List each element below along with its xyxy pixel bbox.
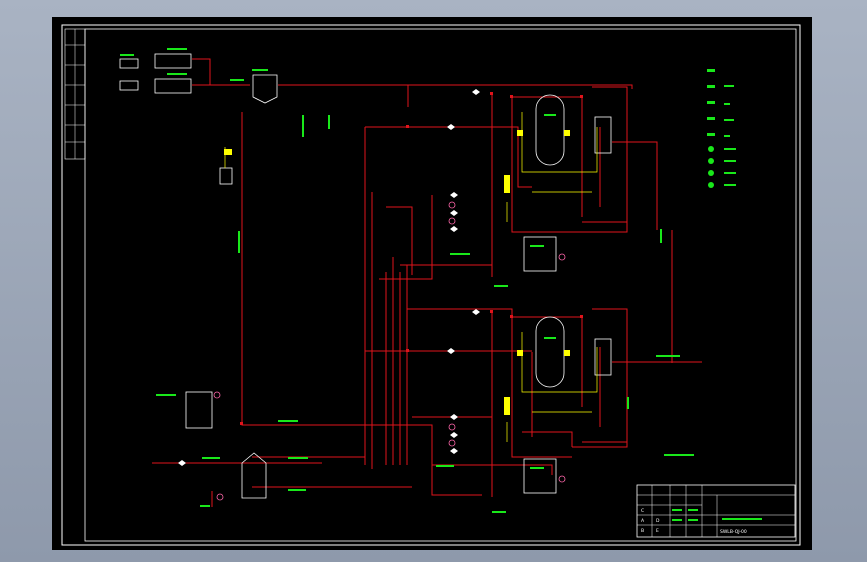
top-receiver-vessel	[252, 74, 278, 104]
source-box-2	[119, 80, 139, 91]
source-box-1	[119, 58, 139, 69]
process-diagram: A B C D E SWLB-QJ-00	[61, 24, 801, 546]
valves	[178, 89, 480, 466]
upper-right-column	[594, 116, 612, 154]
legend-text-4	[724, 135, 730, 137]
lower-tower	[535, 316, 565, 388]
title-block: A B C D E SWLB-QJ-00	[636, 484, 796, 538]
filter-unit	[219, 167, 233, 185]
lower-right-column	[594, 338, 612, 376]
legend-panel	[707, 69, 736, 188]
legend-text-3	[724, 119, 734, 121]
legend-text-1	[724, 85, 734, 87]
bottom-central-tank	[241, 452, 267, 499]
annotation-marks	[120, 48, 694, 513]
legend-symbol-1	[707, 69, 715, 72]
legend-text-5	[724, 148, 736, 150]
upper-tank	[523, 236, 557, 272]
upper-tower	[535, 94, 565, 166]
unit-box-2	[154, 78, 192, 94]
legend-text-2	[724, 103, 730, 105]
unit-box-1	[154, 53, 192, 69]
revision-mark-c: C	[641, 508, 644, 514]
legend-text-7	[724, 172, 736, 174]
legend-text-6	[724, 160, 736, 162]
legend-symbol-4	[707, 117, 715, 120]
lower-tank	[523, 458, 557, 494]
outer-frame	[61, 24, 801, 546]
revision-strip	[64, 28, 86, 160]
legend-symbol-7	[708, 158, 714, 164]
pumps	[213, 201, 566, 501]
pipe-joints	[240, 92, 583, 425]
instrument-blocks	[224, 130, 570, 415]
legend-symbol-3	[707, 101, 715, 104]
revision-mark-d: D	[656, 518, 660, 524]
bottom-left-tank	[185, 391, 213, 429]
instrument-lines	[224, 112, 598, 442]
revision-mark-a: A	[641, 518, 645, 524]
inner-frame	[84, 28, 797, 542]
legend-text-8	[724, 184, 736, 186]
legend-symbol-6	[708, 146, 714, 152]
legend-symbol-5	[707, 133, 715, 136]
drawing-number: SWLB-QJ-00	[720, 529, 747, 535]
revision-mark-b: B	[641, 528, 644, 534]
legend-symbol-9	[708, 182, 714, 188]
revision-mark-e: E	[656, 528, 659, 534]
legend-symbol-2	[707, 85, 715, 88]
pipe-network	[152, 58, 702, 507]
drawing-canvas: A B C D E SWLB-QJ-00	[52, 17, 812, 550]
equipment	[119, 53, 612, 499]
legend-symbol-8	[708, 170, 714, 176]
